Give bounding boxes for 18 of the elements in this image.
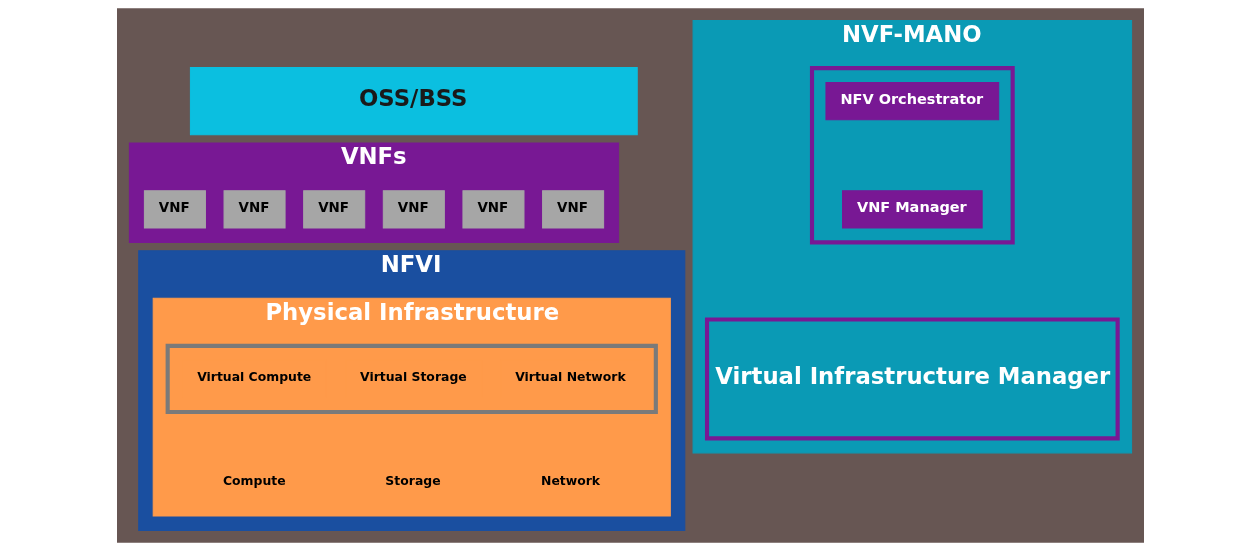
node-text: Virtual Compute — [196, 369, 311, 385]
node-text: Virtual Storage — [359, 369, 467, 385]
node-box: VNF — [461, 190, 524, 229]
node-text: Virtual Network — [514, 369, 626, 385]
label: Network — [540, 473, 600, 489]
label: Storage — [384, 473, 441, 489]
node-box: VNF — [302, 190, 365, 229]
label: Compute — [222, 473, 286, 489]
node-box: Virtual Infrastructure Manager — [704, 317, 1120, 441]
node-box: OSS/BSS — [189, 67, 638, 136]
node-box: VNF — [223, 190, 286, 229]
node-box: VNF — [143, 190, 206, 229]
cluster — [809, 66, 1015, 245]
cluster — [165, 343, 658, 415]
node-box: NFV Orchestrator — [824, 82, 999, 121]
node-box: VNF — [382, 190, 445, 229]
node-box: VNF — [541, 190, 604, 229]
node-box: VNF Manager — [841, 190, 983, 229]
